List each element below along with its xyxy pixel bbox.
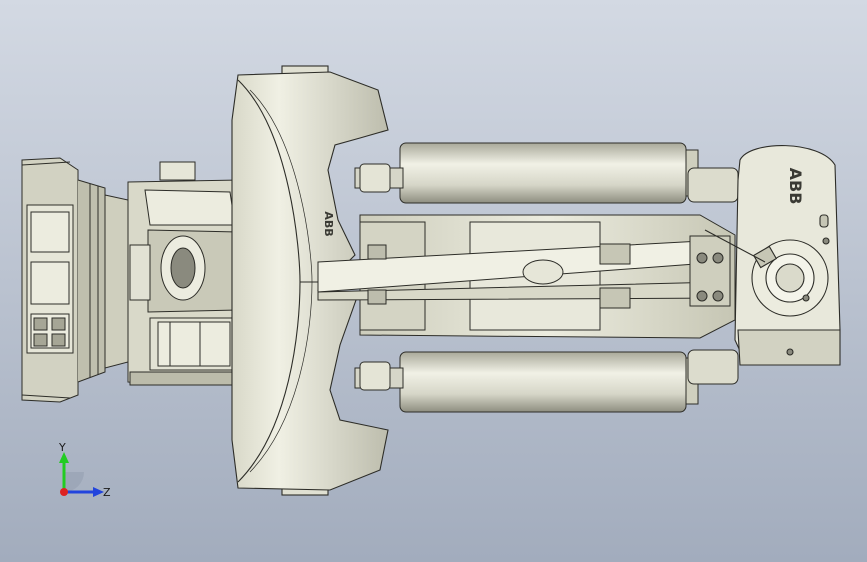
base-flange[interactable] (21, 157, 129, 403)
lower-arm-arch[interactable] (231, 65, 389, 496)
coordinate-triad (59, 452, 104, 497)
upper-arm-beam[interactable] (317, 214, 736, 339)
y-axis-label: Y (59, 441, 66, 454)
balancer-cylinder-bottom[interactable] (354, 351, 699, 413)
abb-logo-arch: ABB (322, 211, 335, 236)
elbow-joint[interactable] (687, 167, 739, 385)
abb-logo: ABB (786, 168, 805, 205)
forearm-head[interactable] (704, 145, 841, 366)
balancer-cylinder-top[interactable] (354, 142, 699, 204)
z-axis-label: Z (103, 486, 111, 499)
